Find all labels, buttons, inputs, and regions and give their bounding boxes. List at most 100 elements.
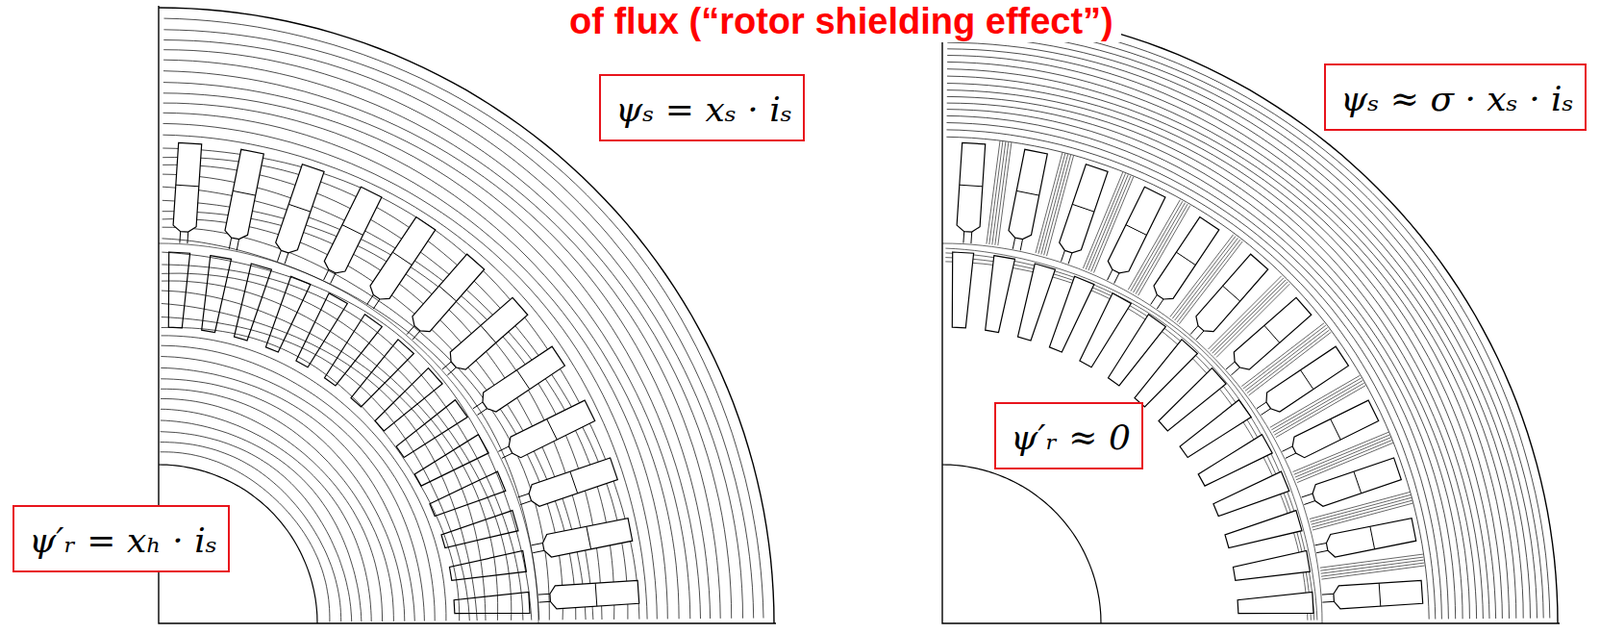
rotor-slot [325,314,383,386]
coil-layer-line [1370,525,1375,550]
formula-box: ψ′ᵣ ≈ 0 [994,401,1144,470]
flux-line [947,75,1490,619]
slot-opening [406,325,421,340]
coil-layer-line [1378,582,1381,606]
slot-opening [324,269,336,283]
coil-layer-line [288,203,311,212]
flux-line [160,356,425,622]
coil-layer-line [1016,190,1040,196]
coil-layer-line [175,184,200,187]
slot-opening [1322,593,1335,602]
formula-text: ψ′ᵣ ≈ 0 [1010,416,1127,459]
rotor-slot [350,339,414,407]
flux-line [945,248,1318,620]
rotor-slot [1018,263,1056,341]
rotor-slot [441,510,519,549]
flux-line [947,69,1497,619]
flux-line [161,303,477,622]
slot-opening [1225,361,1240,375]
rotor-slot [951,251,974,328]
flux-line [947,96,1471,619]
formula-text: ψ′ᵣ = xₕ · iₛ [28,519,214,562]
stator-slot [1266,346,1349,412]
flux-line [1321,565,1425,579]
slot-opening [277,250,289,264]
stator-slot [1312,457,1401,506]
flux-line [947,115,1450,619]
stator-slot [1292,400,1379,458]
coil-layer-line [586,525,592,550]
coil-layer-line [1223,285,1241,301]
rotor-slot [985,255,1016,333]
coil-layer-line [342,225,364,236]
slot-opening [963,231,973,245]
rotor-slot [429,471,506,516]
coil-layer-line [959,184,983,187]
flux-line [947,83,1484,620]
flux-line [1320,556,1424,571]
rotor-slot [1237,591,1314,613]
stator-slot [482,346,565,412]
slot-opening [1012,237,1023,250]
flux-line [947,90,1477,620]
flux-line [986,141,1000,245]
slot-opening [518,493,532,504]
air-gap [942,243,1323,624]
flux-line [947,49,1517,619]
rotor-slot [234,263,273,341]
flux-line [163,123,658,619]
coil-layer-line [1330,419,1342,441]
coil-layer-line [480,325,497,343]
rotor-slot [396,400,468,458]
flux-line [163,71,711,619]
flux-line [163,59,721,619]
stator-slot [1059,164,1108,253]
slot-opening [442,361,456,375]
formula-text: ψₛ = xₛ · iₛ [615,88,789,131]
slot-opening [1150,295,1164,310]
formula-box: ψ′ᵣ = xₕ · iₛ [12,504,230,573]
rotor-slot [265,275,311,352]
slot-opening [1281,446,1296,458]
rotor-slot [201,255,232,333]
slot-opening [531,543,545,553]
stator-slot [956,142,986,232]
shaft-outline [942,464,1101,624]
rotor-slot [453,591,530,613]
rotor-slot [1079,293,1131,368]
formula-box: ψₛ ≈ σ · xₛ · iₛ [1324,63,1587,131]
flux-line [1321,562,1425,576]
flux-line [163,93,691,619]
stator-slot [412,253,485,332]
slot-opening [1190,325,1204,340]
coil-layer-line [1175,251,1196,265]
stator-slot [1107,186,1166,273]
stator-slot [450,297,528,370]
rotor-slot [450,550,527,581]
stator-slot [528,457,618,506]
stator-slot [508,400,596,458]
stator-slot [550,579,640,609]
coil-layer-line [392,251,412,265]
coil-layer-line [595,582,598,606]
rotor-slot [1049,275,1095,352]
flux-line [1321,559,1425,574]
slot-opening [179,231,189,245]
slot-opening [498,446,512,458]
flux-line [160,367,415,621]
rotor-slot [414,434,489,486]
slot-opening [1315,543,1328,553]
formula-box: ψₛ = xₛ · iₛ [599,74,805,142]
stator-slot [1196,253,1269,332]
stator-slot [173,142,202,232]
flux-line [945,252,1314,621]
coil-layer-line [547,419,558,441]
flux-line [163,82,701,620]
flux-line [161,345,436,621]
coil-layer-line [439,285,457,301]
stator-slot [225,149,264,239]
stator-slot [542,518,632,557]
stator-slot [1325,518,1416,557]
flux-line [989,141,1003,245]
slot-opening [1256,401,1272,415]
